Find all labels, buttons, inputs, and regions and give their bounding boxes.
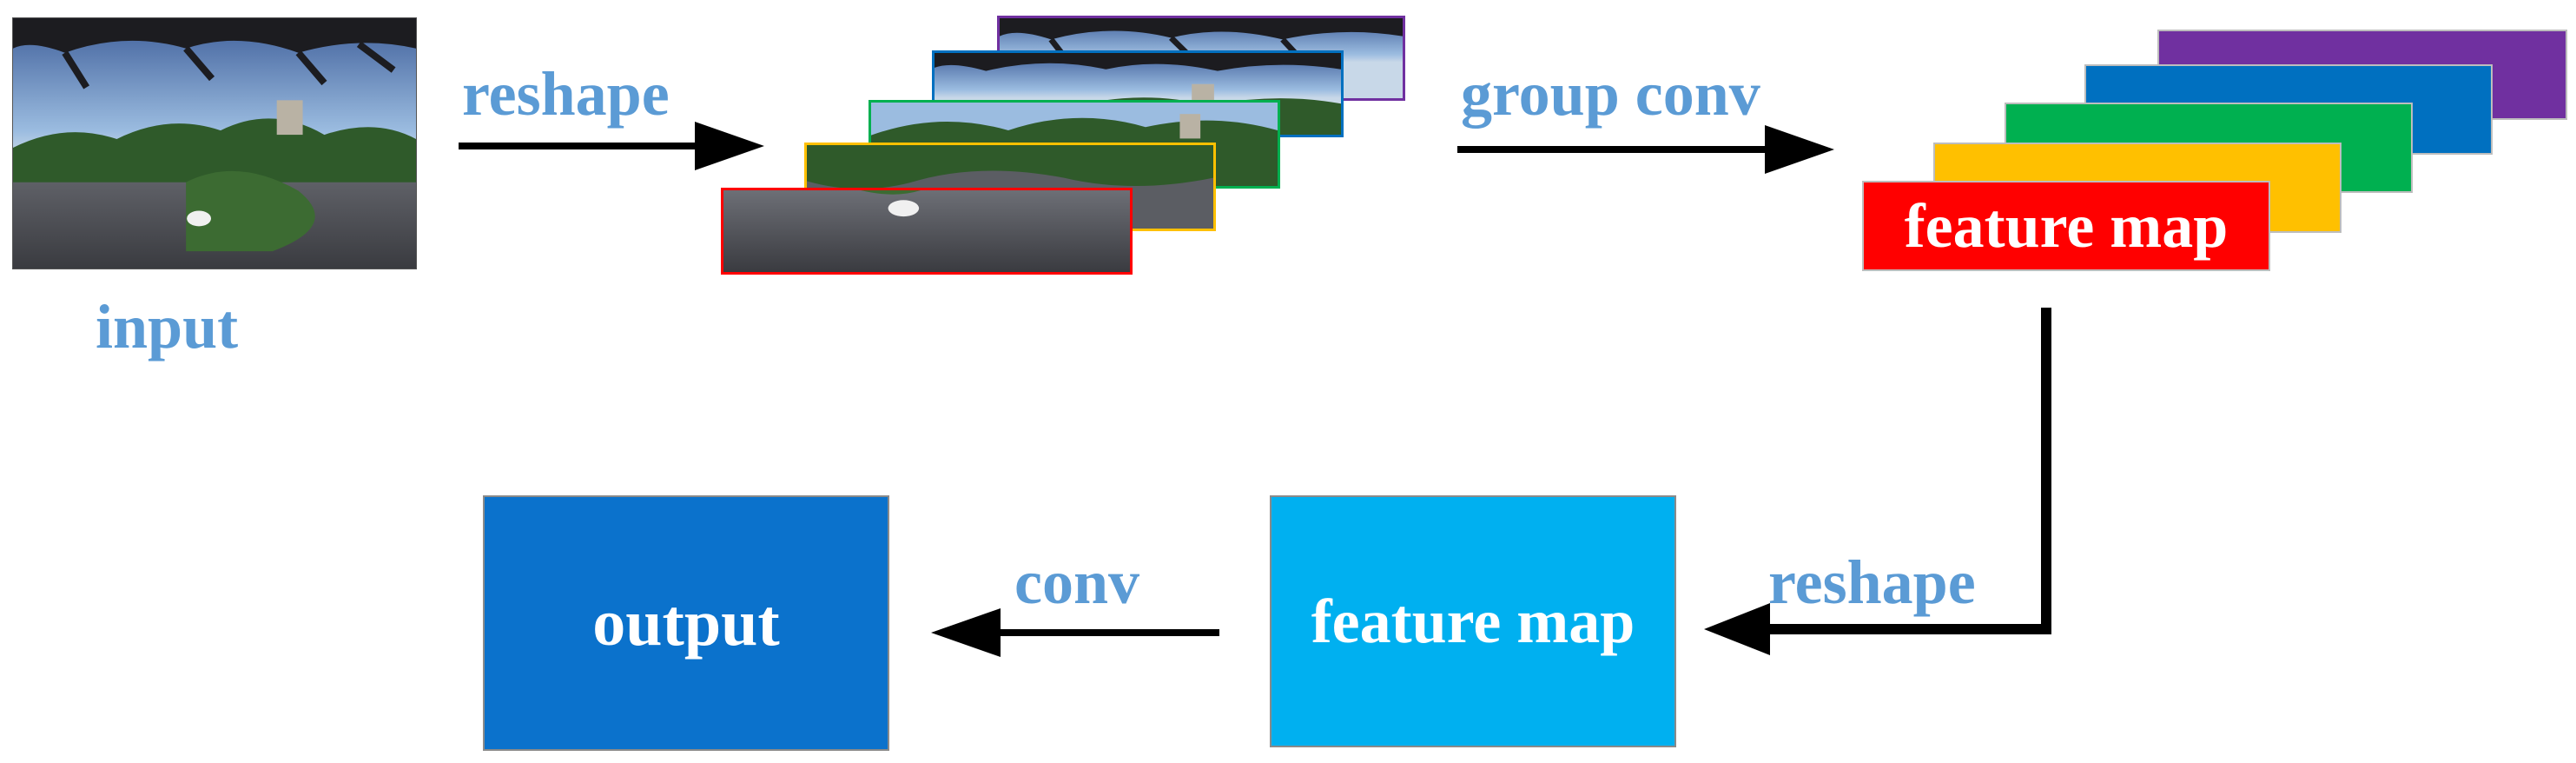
reshape-label-top: reshape [462, 59, 670, 129]
output-label: output [592, 587, 780, 660]
output-box: output [483, 495, 889, 751]
reshape-label-bottom: reshape [1768, 547, 1976, 617]
input-label: input [96, 292, 239, 362]
feature-map-bottom: feature map [1270, 495, 1676, 747]
conv-label: conv [1014, 547, 1139, 617]
group-conv-arrow-icon [1457, 125, 1834, 174]
split-strip-red [721, 188, 1133, 275]
reshape-arrow-icon [459, 122, 764, 170]
feature-map-bottom-label: feature map [1311, 587, 1635, 656]
conv-arrow-icon [931, 608, 1219, 657]
group-conv-label: group conv [1461, 59, 1760, 129]
input-image [12, 17, 417, 269]
reshape-elbow-arrow-icon [1704, 308, 2051, 655]
feature-group-red: feature map [1862, 181, 2270, 271]
feature-map-top-label: feature map [1904, 191, 2229, 261]
